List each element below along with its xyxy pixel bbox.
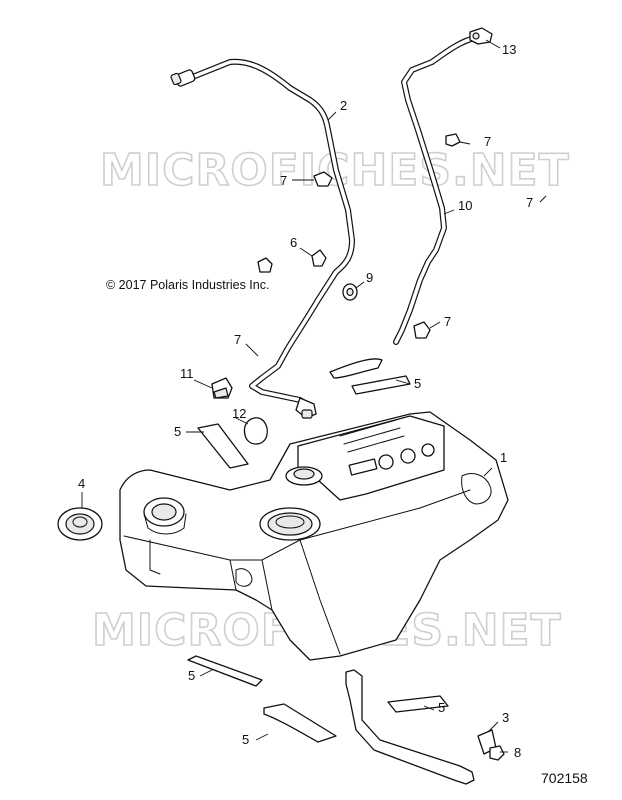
callout-7-d: 7 — [234, 332, 241, 347]
clip-part-9 — [342, 283, 358, 301]
callout-11: 11 — [180, 366, 194, 381]
pad-part-5-left — [197, 423, 249, 469]
gasket-part-12 — [243, 417, 268, 445]
copyright-text: © 2017 Polaris Industries Inc. — [106, 278, 269, 292]
callout-5-upper: 5 — [414, 376, 421, 391]
vent-hose-part-10 — [393, 35, 479, 345]
callout-5-left: 5 — [174, 424, 181, 439]
clamp-part-7-b — [313, 171, 333, 187]
strap-part-3 — [345, 669, 497, 785]
callout-5-lower-left: 5 — [188, 668, 195, 683]
pad-part-5-upper — [329, 358, 411, 395]
callout-5-bottom: 5 — [242, 732, 249, 747]
callout-3: 3 — [502, 710, 509, 725]
callout-7-a: 7 — [484, 134, 491, 149]
clip-part-6 — [311, 249, 327, 267]
callout-12: 12 — [232, 406, 246, 421]
fuel-tank-part-1 — [119, 411, 509, 661]
screw-part-8 — [489, 745, 505, 761]
bracket-part-11 — [211, 377, 233, 399]
vent-hose-part-2 — [170, 58, 355, 419]
callout-5-right: 5 — [438, 700, 445, 715]
callout-7-c: 7 — [526, 195, 533, 210]
callout-10: 10 — [458, 198, 472, 213]
pad-part-5-right — [387, 695, 449, 713]
callout-6: 6 — [290, 235, 297, 250]
callout-2: 2 — [340, 98, 347, 113]
callout-9: 9 — [366, 270, 373, 285]
pad-part-5-lower-left — [187, 655, 263, 687]
callout-labels: 1 2 3 4 5 5 5 5 5 6 7 7 7 7 7 8 9 10 11 … — [78, 42, 533, 760]
callout-7-b: 7 — [280, 173, 287, 188]
figure-number: 702158 — [541, 770, 588, 786]
callout-13: 13 — [502, 42, 516, 57]
clamp-part-7-d — [413, 321, 431, 339]
fuel-cap-part-4 — [57, 507, 103, 541]
clamp-part-7-a — [445, 133, 461, 147]
callout-8: 8 — [514, 745, 521, 760]
callout-7-e: 7 — [444, 314, 451, 329]
callout-1: 1 — [500, 450, 507, 465]
leader-lines — [81, 39, 547, 753]
pad-part-5-bottom — [263, 703, 337, 743]
clamp-part-7-c — [257, 257, 273, 273]
callout-4: 4 — [78, 476, 85, 491]
